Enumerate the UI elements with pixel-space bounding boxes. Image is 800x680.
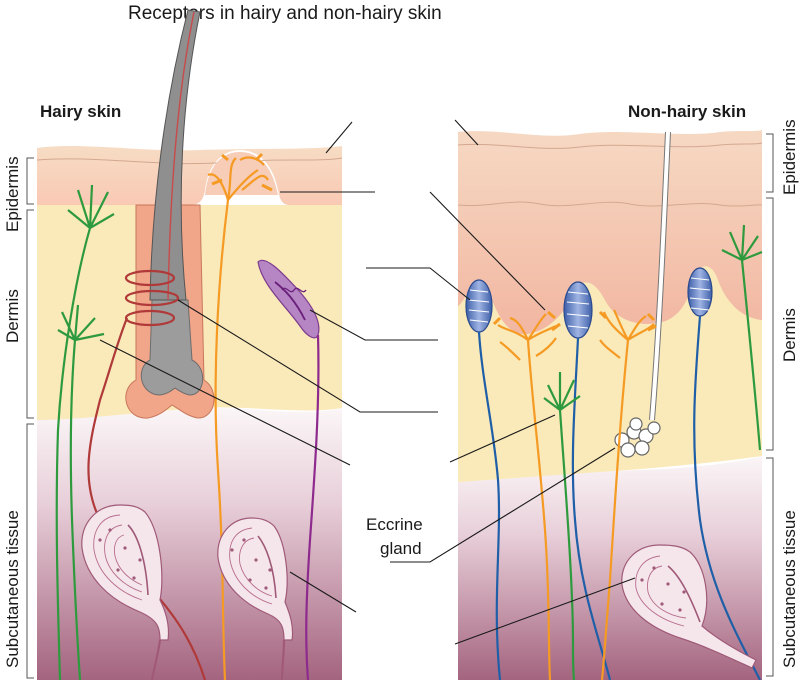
right-layer-brackets <box>766 133 774 677</box>
left-epidermis-label: Epidermis <box>3 156 22 232</box>
left-free-nerve-endings <box>55 184 115 680</box>
pacinian-corpuscle-left-2 <box>217 517 294 680</box>
hair-follicle-nerve-coil <box>87 269 207 680</box>
left-epidermis-layer <box>37 146 342 205</box>
non-hairy-skin-panel <box>457 130 763 680</box>
right-dermis-label: Dermis <box>780 308 799 362</box>
left-subcutaneous-label: Subcutaneous tissue <box>3 510 22 668</box>
hairy-skin-heading: Hairy skin <box>40 102 121 121</box>
hairy-skin-panel <box>36 9 343 680</box>
pacinian-corpuscle-right <box>621 544 757 669</box>
figure-title: Receptors in hairy and non-hairy skin <box>128 3 442 24</box>
right-epidermis-layer <box>458 130 762 335</box>
right-epidermis-label: Epidermis <box>780 119 799 195</box>
meissner-corpuscle-2 <box>563 281 612 680</box>
non-hairy-skin-heading: Non-hairy skin <box>628 102 746 121</box>
eccrine-gland <box>614 417 661 458</box>
callout-leader-lines <box>99 119 636 645</box>
right-free-nerve-endings <box>543 224 763 680</box>
eccrine-gland-label-line2: gland <box>380 539 422 558</box>
meissner-corpuscle-3 <box>687 267 761 680</box>
meissner-corpuscle-1 <box>465 279 502 680</box>
eccrine-gland-label-line1: Eccrine <box>366 515 423 534</box>
left-orange-nerve <box>207 152 273 680</box>
pacinian-corpuscle-left-1 <box>81 504 170 680</box>
right-orange-nerves <box>492 309 657 680</box>
right-subcutaneous-label: Subcutaneous tissue <box>780 510 799 668</box>
ruffini-ending <box>257 259 320 680</box>
left-dermis-label: Dermis <box>3 289 22 343</box>
left-layer-brackets <box>26 157 34 679</box>
